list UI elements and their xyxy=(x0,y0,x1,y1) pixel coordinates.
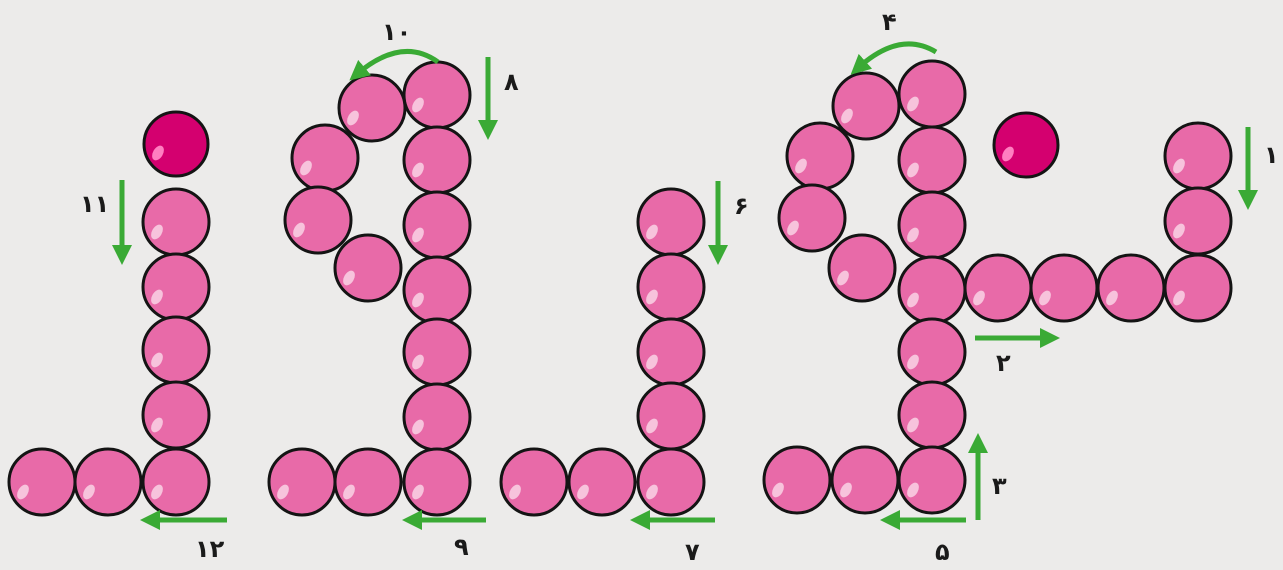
bead xyxy=(636,187,706,257)
bead xyxy=(785,121,855,191)
bead xyxy=(141,447,211,517)
bead xyxy=(963,253,1033,323)
bead xyxy=(402,60,472,130)
arrow-icon-step-10 xyxy=(349,48,440,81)
step-number-1: ۱ xyxy=(1264,141,1279,169)
step-number-9: ۹ xyxy=(454,533,469,561)
letter-dot xyxy=(142,110,210,178)
bead xyxy=(402,125,472,195)
step-number-layer: ۱ ۲ ۳ ۴ ۵ ۶ ۷ ۸ ۹ ۱۰ ۱۱ ۱۲ xyxy=(80,8,1279,566)
bead xyxy=(897,190,967,260)
letter-dot xyxy=(992,111,1060,179)
step-number-3: ۳ xyxy=(992,472,1007,500)
dot-layer xyxy=(142,110,1060,179)
step-number-6: ۶ xyxy=(734,192,749,220)
bead xyxy=(636,381,706,451)
bead xyxy=(897,59,967,129)
bead xyxy=(897,445,967,515)
bead xyxy=(897,317,967,387)
bead xyxy=(827,233,897,303)
step-number-8: ۸ xyxy=(504,68,519,96)
arrow-layer xyxy=(112,41,1258,530)
bead xyxy=(831,71,901,141)
bead xyxy=(267,447,337,517)
bead xyxy=(1163,253,1233,323)
bead xyxy=(337,73,407,143)
bead-layer xyxy=(7,59,1233,517)
bead xyxy=(636,317,706,387)
bead xyxy=(1163,121,1233,191)
bead xyxy=(897,125,967,195)
bead xyxy=(636,447,706,517)
bead xyxy=(290,123,360,193)
bead xyxy=(402,447,472,517)
step-number-5: ۵ xyxy=(935,538,950,566)
step-number-11: ۱۱ xyxy=(80,190,109,218)
bead xyxy=(567,447,637,517)
bead xyxy=(1096,253,1166,323)
bead xyxy=(402,317,472,387)
bead xyxy=(1163,186,1233,256)
bead xyxy=(402,255,472,325)
step-number-4: ۴ xyxy=(882,8,897,36)
bead xyxy=(141,380,211,450)
bead xyxy=(333,233,403,303)
bead xyxy=(402,190,472,260)
step-number-2: ۲ xyxy=(996,349,1011,377)
bead xyxy=(141,252,211,322)
bead xyxy=(762,445,832,515)
bead xyxy=(1029,253,1099,323)
bead xyxy=(73,447,143,517)
bead xyxy=(636,252,706,322)
step-number-10: ۱۰ xyxy=(382,18,411,46)
bead xyxy=(897,380,967,450)
bead xyxy=(333,447,403,517)
arrow-icon-step-4 xyxy=(850,41,938,75)
bead xyxy=(499,447,569,517)
step-number-12: ۱۲ xyxy=(195,535,225,563)
bead xyxy=(141,187,211,257)
bead xyxy=(7,447,77,517)
bead xyxy=(141,315,211,385)
step-number-7: ۷ xyxy=(685,538,700,566)
bead xyxy=(402,382,472,452)
bead xyxy=(830,445,900,515)
bead xyxy=(777,183,847,253)
bead xyxy=(283,185,353,255)
bead xyxy=(897,255,967,325)
